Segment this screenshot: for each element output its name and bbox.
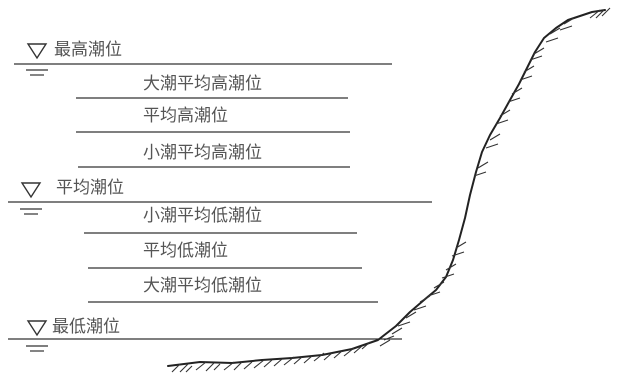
level-mean: 平均潮位 <box>8 178 432 215</box>
level-neap-mhw: 小潮平均高潮位 <box>78 143 350 168</box>
level-label-spring-mhw: 大潮平均高潮位 <box>143 74 262 94</box>
level-mlw: 平均低潮位 <box>88 241 362 269</box>
level-label-mean: 平均潮位 <box>56 178 124 198</box>
level-mhw: 平均高潮位 <box>76 106 350 133</box>
water-level-triangle-icon <box>20 182 42 215</box>
level-label-mhw: 平均高潮位 <box>143 106 228 126</box>
level-lowest: 最低潮位 <box>8 317 402 352</box>
level-label-lowest: 最低潮位 <box>52 317 120 337</box>
level-spring-mlw: 大潮平均低潮位 <box>88 276 378 303</box>
level-label-mlw: 平均低潮位 <box>143 241 228 261</box>
level-spring-mhw: 大潮平均高潮位 <box>76 74 348 99</box>
shore-bank-profile <box>167 7 611 373</box>
level-highest: 最高潮位 <box>14 40 392 76</box>
water-level-triangle-icon <box>26 320 48 352</box>
level-label-neap-mlw: 小潮平均低潮位 <box>143 206 262 226</box>
bank-hatching <box>171 7 611 373</box>
level-label-neap-mhw: 小潮平均高潮位 <box>143 143 262 163</box>
level-label-highest: 最高潮位 <box>54 40 122 60</box>
level-label-spring-mlw: 大潮平均低潮位 <box>143 276 262 296</box>
water-level-triangle-icon <box>26 43 48 76</box>
level-neap-mlw: 小潮平均低潮位 <box>84 206 357 234</box>
